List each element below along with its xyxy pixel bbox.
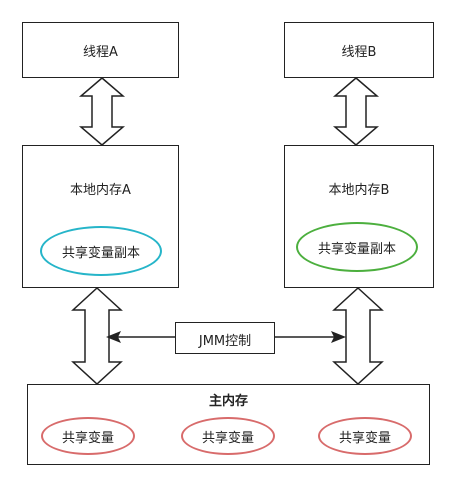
thread-a-label: 线程A [83, 45, 118, 60]
double-arrow-thread-a [78, 77, 126, 146]
thread-a-box: 线程A [22, 22, 179, 78]
thread-b-label: 线程B [341, 45, 377, 60]
local-a-shared-copy: 共享变量副本 [40, 226, 162, 276]
main-shared-var-2: 共享变量 [181, 417, 275, 455]
local-memory-a-box: 本地内存A 共享变量副本 [22, 145, 179, 288]
jmm-control-label: JMM控制 [198, 334, 252, 349]
local-b-shared-copy: 共享变量副本 [296, 222, 418, 272]
jmm-arrowhead-right [331, 331, 346, 343]
main-memory-box: 主内存 共享变量 共享变量 共享变量 [27, 384, 430, 465]
local-memory-a-title: 本地内存A [70, 183, 131, 198]
jmm-control-box: JMM控制 [175, 322, 275, 354]
main-memory-title: 主内存 [208, 394, 248, 409]
thread-b-box: 线程B [284, 22, 434, 78]
main-shared-var-1: 共享变量 [41, 417, 135, 455]
local-memory-b-box: 本地内存B 共享变量副本 [284, 145, 434, 288]
local-memory-b-title: 本地内存B [328, 183, 390, 198]
jmm-arrowhead-left [106, 331, 121, 343]
double-arrow-thread-b [332, 77, 380, 146]
main-shared-var-3: 共享变量 [318, 417, 412, 455]
